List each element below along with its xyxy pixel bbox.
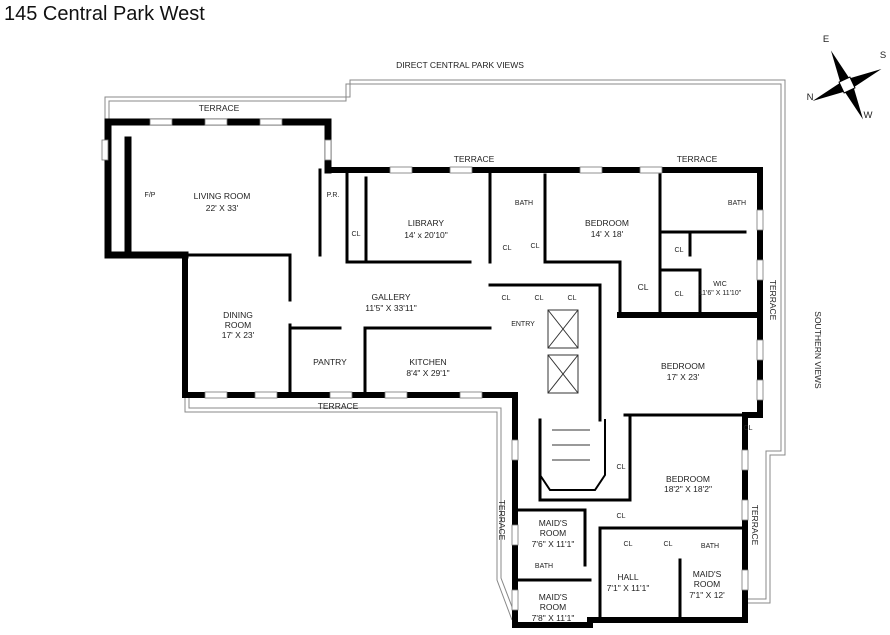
- closet-label: CL: [675, 247, 684, 254]
- fireplace-label: F/P: [145, 192, 156, 199]
- terrace-label: TERRACE: [677, 154, 718, 164]
- closet-label: CL: [531, 243, 540, 250]
- compass-rose: [812, 50, 882, 120]
- bedroom-3-dim: 18'2" X 18'2": [664, 484, 712, 494]
- bath-label: BATH: [535, 563, 553, 570]
- entry-label: ENTRY: [511, 321, 535, 328]
- bedroom-3-label: BEDROOM: [666, 474, 710, 484]
- maids-room-2-label: MAID'S: [539, 592, 568, 602]
- gallery-dim: 11'5" X 33'11": [365, 303, 417, 313]
- living-room-label: LIVING ROOM: [194, 191, 251, 201]
- windows: [101, 118, 764, 611]
- dining-room-dim: 17' X 23': [222, 330, 255, 340]
- maids-room-2-label: ROOM: [540, 602, 566, 612]
- bath-label: BATH: [515, 200, 533, 207]
- pantry-label: PANTRY: [313, 357, 347, 367]
- maids-room-3-label: ROOM: [694, 579, 720, 589]
- maids-room-1-dim: 7'6" X 11'1": [532, 539, 575, 549]
- bath-label: BATH: [701, 543, 719, 550]
- terrace-label: TERRACE: [318, 401, 359, 411]
- gallery-label: GALLERY: [371, 292, 410, 302]
- bath-label: BATH: [728, 200, 746, 207]
- closet-label: CL: [638, 282, 649, 292]
- compass-w: W: [864, 110, 873, 121]
- hall-dim: 7'1" X 11'1": [607, 583, 650, 593]
- wic-dim: 11'6" X 11'10": [699, 290, 742, 297]
- library-dim: 14' x 20'10": [404, 230, 448, 240]
- kitchen-label: KITCHEN: [409, 357, 446, 367]
- wic-label: WIC: [713, 281, 727, 288]
- terrace-label: TERRACE: [497, 500, 507, 541]
- compass-n: N: [807, 92, 814, 103]
- bedroom-2-label: BEDROOM: [661, 361, 705, 371]
- closet-label: CL: [568, 295, 577, 302]
- terrace-label: TERRACE: [768, 280, 778, 321]
- south-views-label: SOUTHERN VIEWS: [813, 311, 823, 389]
- closet-label: CL: [502, 295, 511, 302]
- maids-room-1-label: ROOM: [540, 528, 566, 538]
- terrace-outline: [104, 79, 786, 621]
- terrace-label: TERRACE: [750, 505, 760, 546]
- maids-room-1-label: MAID'S: [539, 518, 568, 528]
- closet-label: CL: [503, 245, 512, 252]
- closet-label: CL: [352, 231, 361, 238]
- listing-title: 145 Central Park West: [4, 3, 205, 25]
- library-label: LIBRARY: [408, 218, 445, 228]
- compass-e: E: [823, 34, 829, 45]
- maids-room-3-label: MAID'S: [693, 569, 722, 579]
- elevators: [547, 309, 590, 461]
- maids-room-3-dim: 7'1" X 12': [689, 590, 725, 600]
- closet-label: CL: [535, 295, 544, 302]
- terrace-label: TERRACE: [454, 154, 495, 164]
- powder-room-label: P.R.: [327, 192, 340, 199]
- hall-label: HALL: [617, 572, 639, 582]
- stairs: [552, 429, 590, 461]
- bedroom-2-dim: 17' X 23': [667, 372, 700, 382]
- kitchen-dim: 8'4" X 29'1": [406, 368, 449, 378]
- closet-label: CL: [624, 541, 633, 548]
- dining-room-label: DINING: [223, 310, 253, 320]
- living-room-dim: 22' X 33': [206, 203, 239, 213]
- closet-label: CL: [675, 291, 684, 298]
- closet-label: CL: [617, 464, 626, 471]
- dining-room-label: ROOM: [225, 320, 251, 330]
- closet-label: CL: [744, 425, 753, 432]
- closet-label: CL: [617, 513, 626, 520]
- compass-s: S: [880, 50, 886, 61]
- closet-label: CL: [664, 541, 673, 548]
- bedroom-1-label: BEDROOM: [585, 218, 629, 228]
- maids-room-2-dim: 7'8" X 11'1": [532, 613, 575, 623]
- bedroom-1-dim: 14' X 18': [591, 229, 624, 239]
- north-views-label: DIRECT CENTRAL PARK VIEWS: [396, 60, 524, 70]
- terrace-label: TERRACE: [199, 103, 240, 113]
